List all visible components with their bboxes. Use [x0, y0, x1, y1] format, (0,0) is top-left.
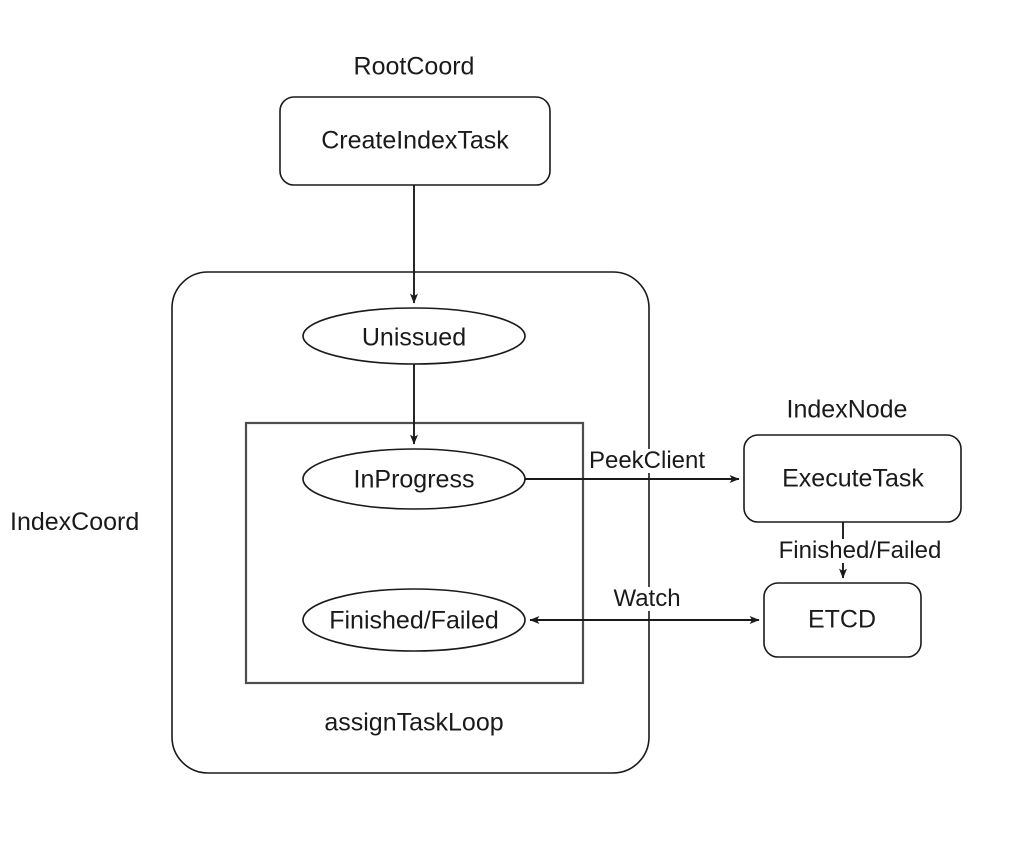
group-label-index-node: IndexNode	[786, 395, 908, 424]
node-create-index-task-shape[interactable]	[279, 96, 551, 186]
group-label-index-coord: IndexCoord	[10, 508, 140, 536]
edge-label-finished-failed: Finished/Failed	[775, 539, 945, 563]
edge-label-watch: Watch	[610, 587, 684, 611]
group-index-coord-container	[171, 271, 650, 774]
node-in-progress-shape[interactable]	[302, 448, 526, 510]
group-label-root-coord: RootCoord	[353, 52, 475, 81]
node-finished-failed-shape[interactable]	[302, 588, 526, 652]
node-execute-task-shape[interactable]	[743, 434, 962, 523]
node-unissued-shape[interactable]	[302, 307, 526, 365]
group-label-assign-task-loop: assignTaskLoop	[324, 708, 504, 737]
node-etcd-shape[interactable]	[763, 582, 922, 658]
edge-label-peek-client: PeekClient	[585, 449, 709, 473]
